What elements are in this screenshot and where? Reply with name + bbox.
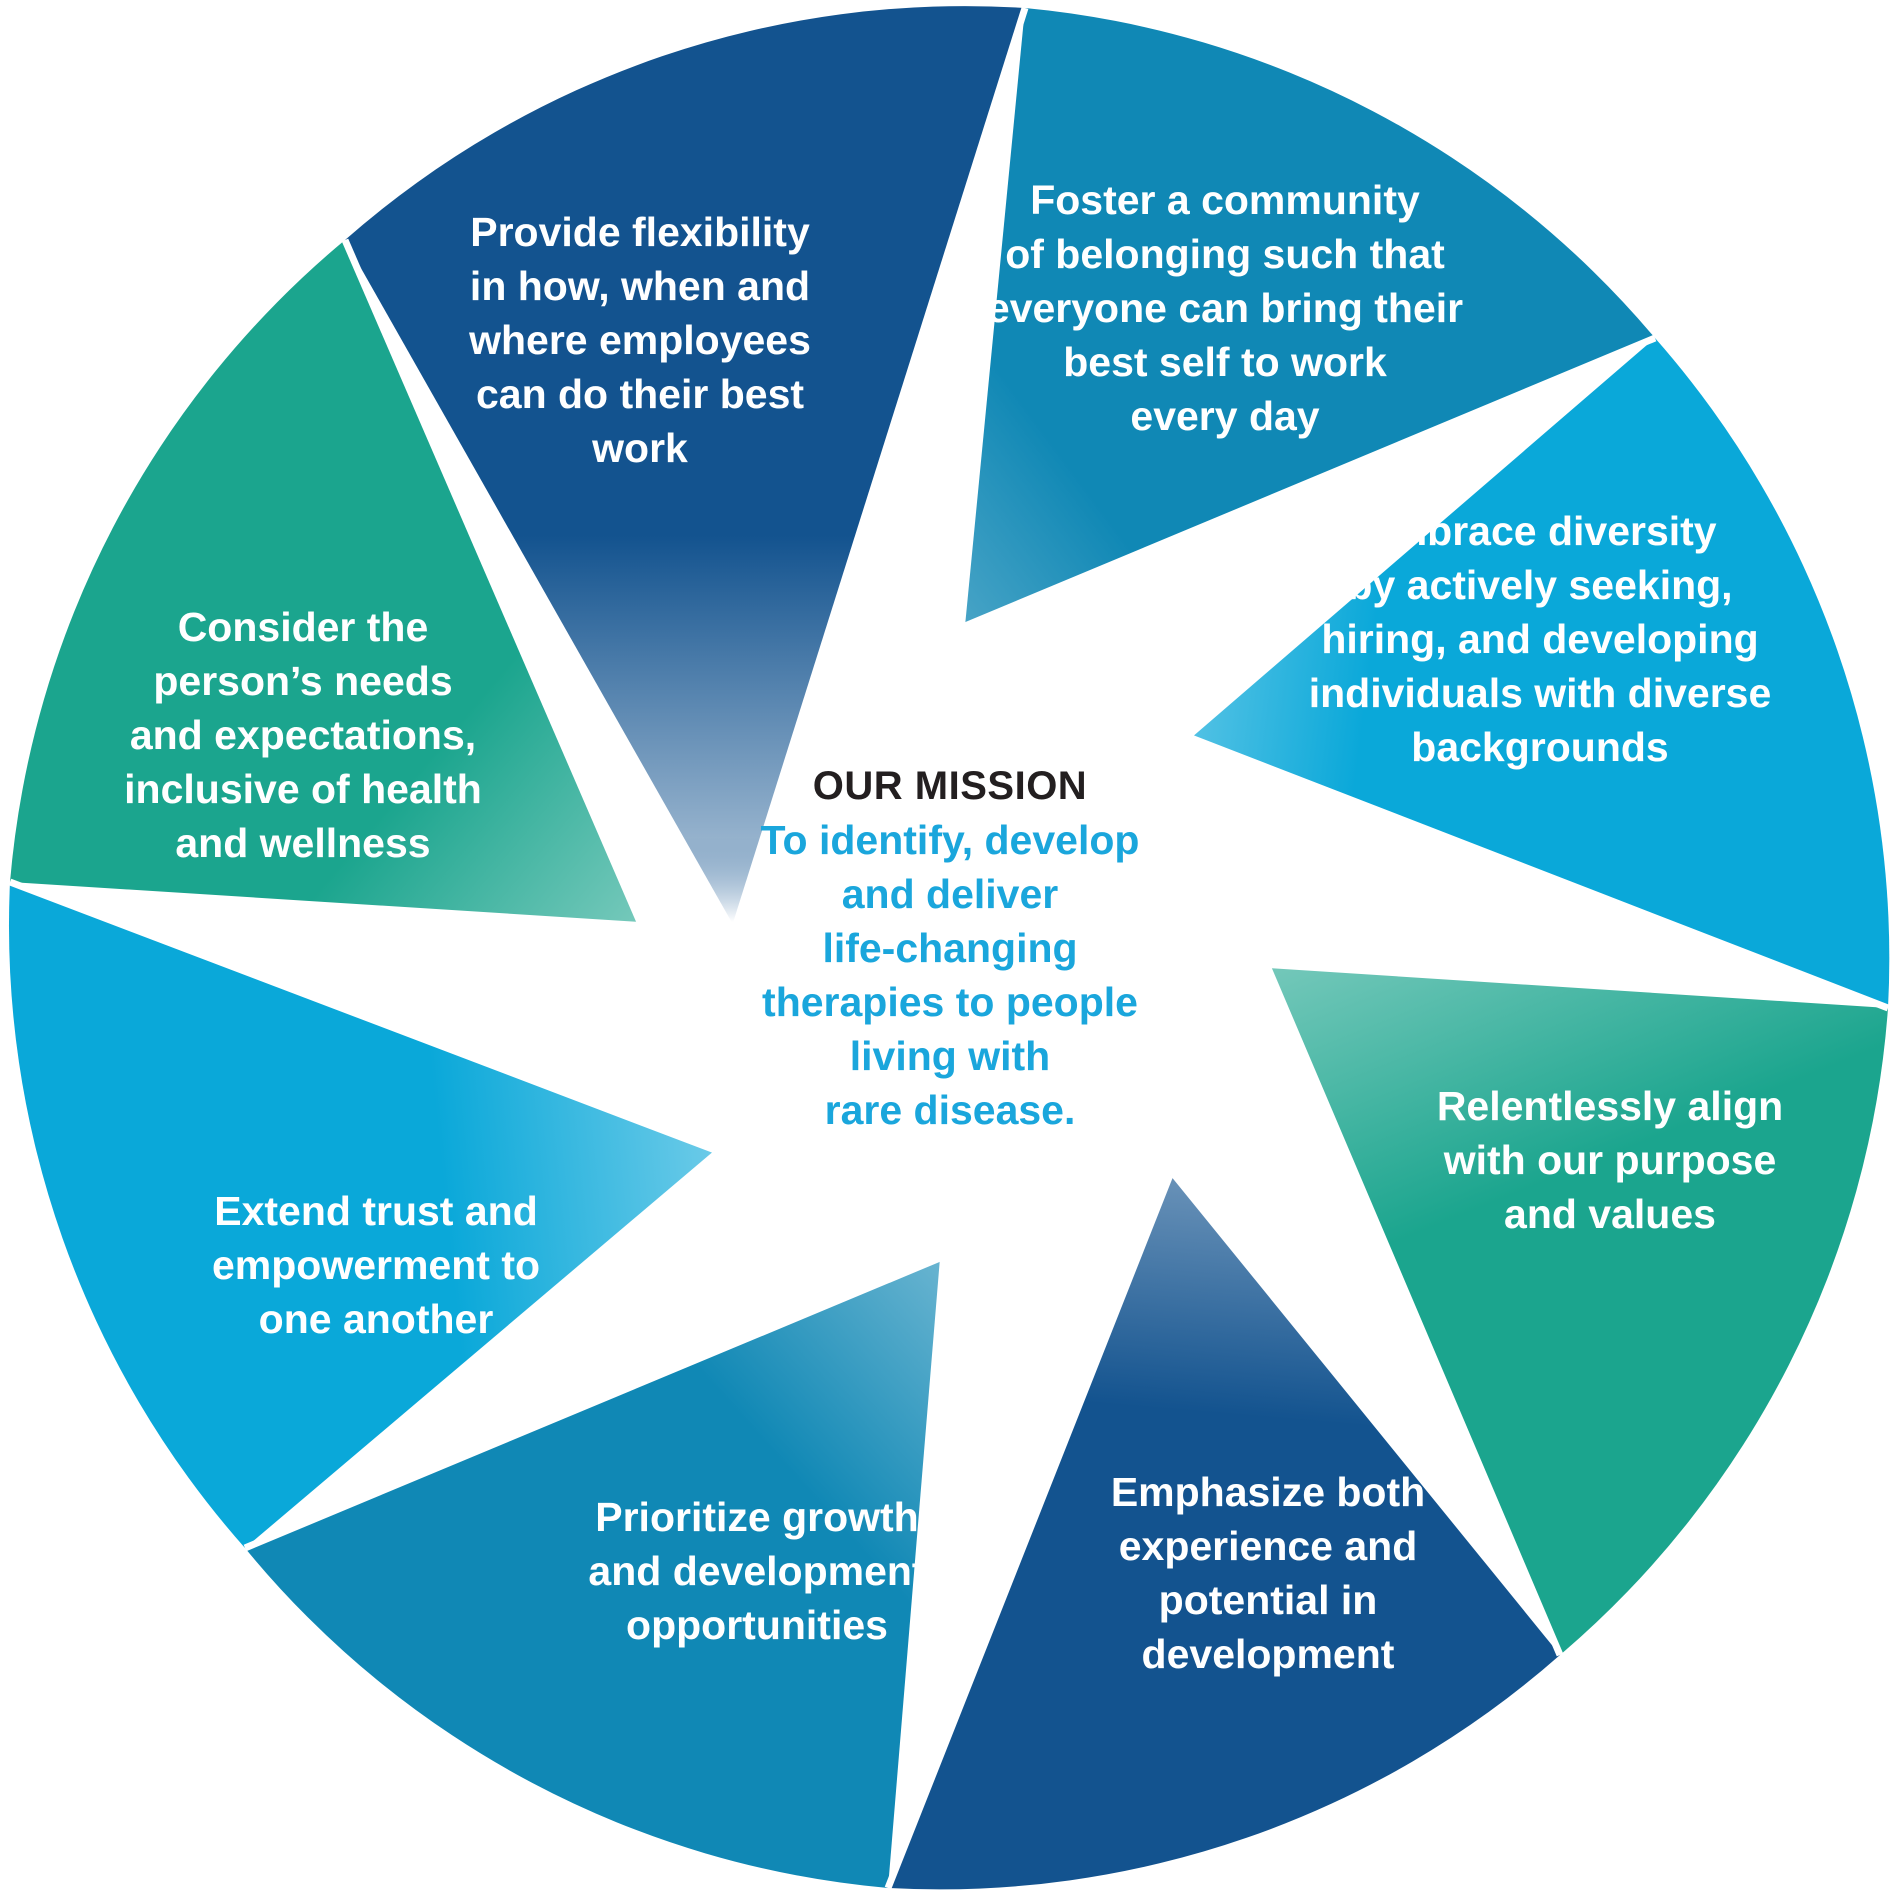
segment-flexibility xyxy=(345,6,1025,928)
segment-divider xyxy=(1264,966,1564,1657)
segment-label-line: Embrace diversity xyxy=(1363,508,1717,554)
segment-label-line: Consider the xyxy=(177,604,429,650)
segment-label-growth: Prioritize growth and development opportun… xyxy=(588,1490,925,1652)
segment-label-line: Emphasize both xyxy=(1110,1469,1426,1515)
segment-label-line: of belonging such that xyxy=(1005,231,1445,277)
segment-label-line: work xyxy=(592,425,688,471)
mission-title: OUR MISSION xyxy=(812,764,1088,808)
segment-label-needs: Consider the person’s needs and expectatio… xyxy=(124,600,482,870)
segment-label-line: empowerment to xyxy=(211,1242,541,1288)
segment-label-line: Extend trust and xyxy=(214,1188,538,1234)
segment-divider xyxy=(963,334,1657,630)
segment-label-line: experience and xyxy=(1118,1523,1418,1569)
segment-needs xyxy=(10,240,640,922)
mission-text-line: To identify, develop xyxy=(760,817,1140,863)
mission-text-line: living with xyxy=(849,1033,1051,1079)
segment-label-line: by actively seeking, xyxy=(1347,562,1733,608)
segment-label-diversity: Embrace diversity by actively seeking, hir… xyxy=(1309,504,1772,774)
mission-text-line: therapies to people xyxy=(762,979,1138,1025)
segment-divider xyxy=(8,878,717,1154)
segment-label-line: best self to work xyxy=(1063,339,1387,385)
mission-statement: OUR MISSION To identify, develop and deli… xyxy=(761,759,1140,1137)
segment-label-line: person’s needs xyxy=(153,658,453,704)
segment-diversity xyxy=(1191,338,1890,1008)
segment-label-trust: Extend trust and empowerment to one anothe… xyxy=(212,1184,540,1346)
segment-divider xyxy=(341,238,644,924)
segment-belonging xyxy=(965,8,1655,626)
segment-label-line: Provide flexibility xyxy=(470,209,810,255)
segment-label-belonging: Foster a community of belonging such that… xyxy=(987,173,1463,443)
segment-label-flexibility: Provide flexibility in how, when and where… xyxy=(469,205,811,475)
mission-hub xyxy=(640,626,1268,1258)
mission-text-line: life-changing xyxy=(822,925,1078,971)
segment-divider xyxy=(243,1254,942,1552)
segment-label-line: development xyxy=(1141,1631,1395,1677)
segment-label-purpose: Relentlessly align with our purpose and va… xyxy=(1437,1079,1783,1241)
mission-text-line: rare disease. xyxy=(824,1087,1076,1133)
segment-divider xyxy=(731,6,1029,930)
segment-label-line: everyone can bring their xyxy=(986,285,1464,331)
segment-label-line: and expectations, xyxy=(129,712,477,758)
segment-label-line: where employees xyxy=(469,317,811,363)
mission-text-line: and deliver xyxy=(841,871,1059,917)
segment-divider xyxy=(1189,734,1890,1012)
segment-label-line: and values xyxy=(1504,1191,1716,1237)
segment-trust xyxy=(8,882,715,1548)
segment-label-line: can do their best xyxy=(475,371,805,417)
segment-growth xyxy=(245,1258,940,1888)
segment-label-line: backgrounds xyxy=(1411,724,1669,770)
segment-purpose xyxy=(1268,968,1888,1655)
segment-label-experience: Emphasize both experience and potential in… xyxy=(1111,1465,1425,1681)
segment-label-line: and wellness xyxy=(175,820,431,866)
segment-label-line: in how, when and xyxy=(469,263,811,309)
segment-label-line: potential in xyxy=(1158,1577,1378,1623)
segment-label-line: opportunities xyxy=(626,1602,888,1648)
segment-label-line: hiring, and developing xyxy=(1321,616,1759,662)
segment-label-line: individuals with diverse xyxy=(1308,670,1772,716)
segment-label-line: Relentlessly align xyxy=(1436,1083,1784,1129)
segment-label-line: every day xyxy=(1130,393,1320,439)
segment-divider xyxy=(884,1173,1174,1890)
mission-text: To identify, develop and deliver life-chan… xyxy=(761,813,1140,1137)
segment-label-line: inclusive of health xyxy=(124,766,482,812)
segment-label-line: Prioritize growth xyxy=(595,1494,919,1540)
segment-label-line: and development xyxy=(588,1548,926,1594)
segment-label-line: Foster a community xyxy=(1030,177,1420,223)
segment-experience xyxy=(888,1175,1560,1890)
segment-label-line: one another xyxy=(258,1296,494,1342)
segment-label-line: with our purpose xyxy=(1443,1137,1777,1183)
